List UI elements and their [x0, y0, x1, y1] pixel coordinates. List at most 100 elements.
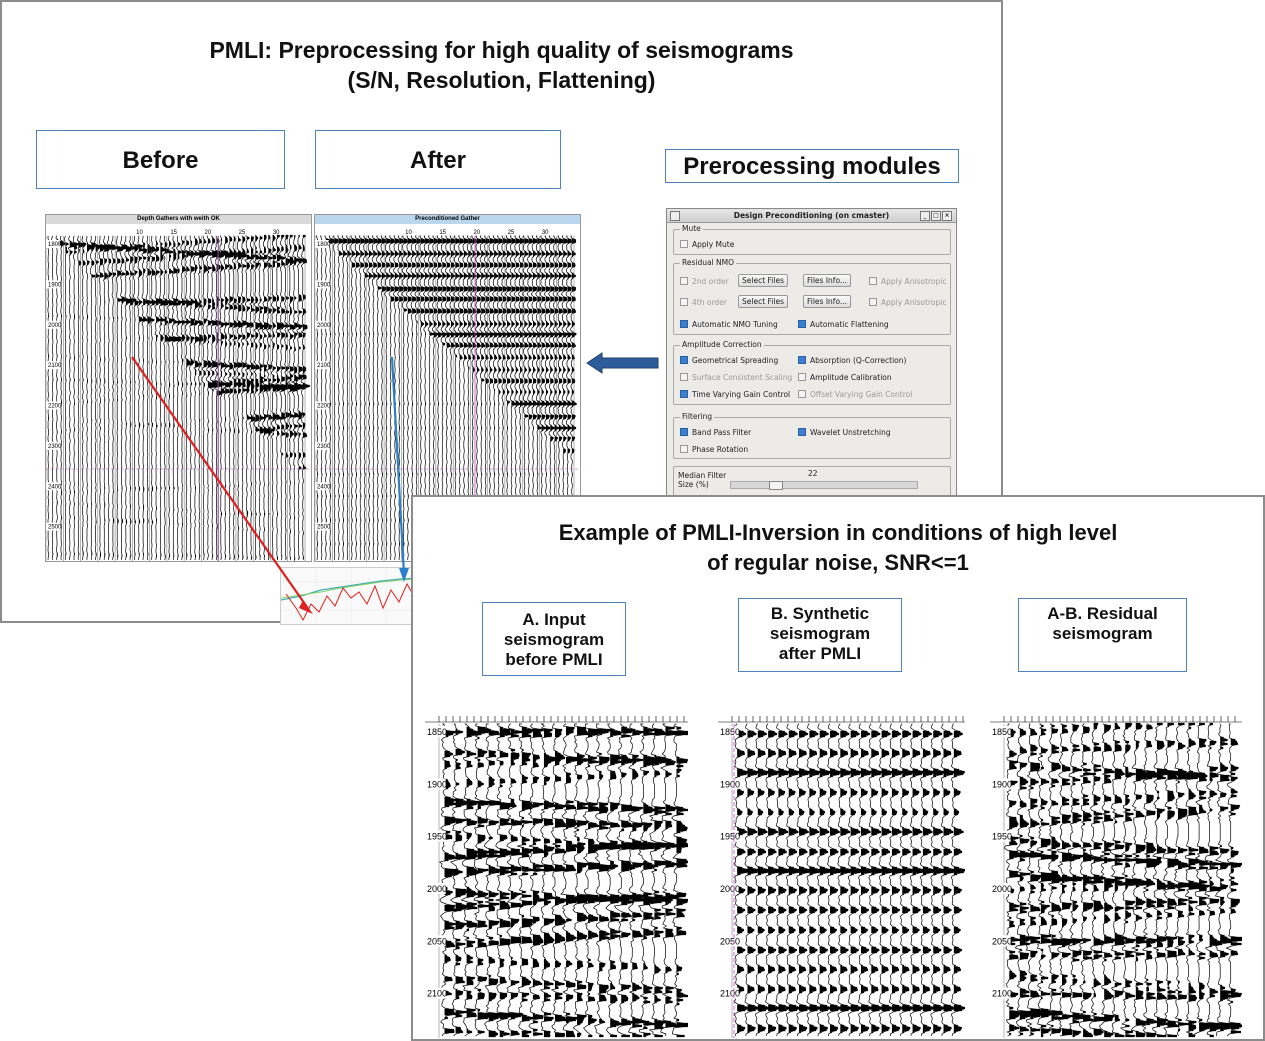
seismic-trace-fill: [276, 234, 284, 560]
seismic-trace: [560, 723, 589, 1037]
apply-anisotropic-box-2: [869, 298, 877, 306]
slide2-title: Example of PMLI-Inversion in conditions …: [413, 518, 1263, 578]
band-pass-checkbox[interactable]: Band Pass Filter: [680, 428, 751, 437]
seismic-trace: [345, 235, 352, 560]
geometrical-spreading-checkbox[interactable]: Geometrical Spreading: [680, 356, 778, 365]
seismic-trace-fill: [567, 238, 573, 546]
automatic-flattening-checkbox[interactable]: Automatic Flattening: [798, 320, 889, 329]
phase-rotation-checkbox[interactable]: Phase Rotation: [680, 445, 748, 454]
seismic-trace-fill: [112, 244, 120, 558]
seismic-trace-fill: [74, 242, 79, 556]
median-filter-slider[interactable]: [730, 481, 918, 490]
files-info-button-2[interactable]: Files Info...: [803, 295, 852, 308]
seismic-trace-fill: [455, 238, 460, 546]
seismic-trace: [180, 235, 189, 561]
seismic-trace-fill: [130, 242, 138, 558]
close-icon[interactable]: ×: [942, 211, 952, 221]
seismic-trace: [472, 723, 491, 1037]
seismic-trace: [175, 235, 183, 560]
depth-label-bg: [46, 280, 60, 289]
seismic-trace-fill: [151, 246, 157, 524]
window-menu-icon[interactable]: [670, 211, 680, 221]
seismic-trace-fill: [173, 240, 179, 558]
apply-anisotropic-box-1: [869, 277, 877, 285]
seismic-trace-fill: [82, 242, 87, 556]
files-info-button-1[interactable]: Files Info...: [803, 274, 852, 287]
seismic-trace: [363, 235, 370, 560]
seismic-trace-fill: [338, 238, 343, 546]
depth-label: 1850: [720, 727, 740, 737]
seismic-trace-fill: [343, 238, 347, 546]
automatic-nmo-tuning-checkbox[interactable]: Automatic NMO Tuning: [680, 320, 778, 329]
amplitude-calibration-box: [798, 373, 806, 381]
select-files-button-1[interactable]: Select Files: [738, 274, 788, 287]
depth-label-bg: [718, 987, 739, 999]
slide2-title-line1: Example of PMLI-Inversion in conditions …: [558, 520, 1118, 545]
depth-label: 1800: [317, 242, 331, 248]
seismic-trace-fill: [809, 730, 821, 1034]
seismic-trace-fill: [515, 238, 521, 546]
apply-anisotropic-checkbox-1[interactable]: Apply Anisotropic: [869, 277, 946, 286]
seismic-trace: [328, 235, 335, 561]
seismic-trace: [358, 235, 365, 561]
seismic-trace: [81, 235, 87, 560]
offset-varying-checkbox[interactable]: Offset Varying Gain Control: [798, 390, 912, 399]
seismic-trace-fill: [532, 728, 548, 1036]
seismic-trace: [287, 235, 298, 561]
second-order-checkbox[interactable]: 2nd order: [680, 277, 729, 286]
depth-label-bg: [425, 935, 446, 947]
blue-pointer-head: [399, 568, 409, 582]
minimize-icon[interactable]: _: [920, 211, 930, 221]
median-filter-slider-thumb[interactable]: [769, 481, 783, 490]
offset-varying-label: Offset Varying Gain Control: [810, 390, 913, 399]
select-files-button-2[interactable]: Select Files: [738, 295, 788, 308]
depth-label: 2050: [427, 936, 447, 946]
depth-label: 2050: [720, 936, 740, 946]
depth-label: 1950: [427, 832, 447, 842]
offset-tick-label: 30: [273, 230, 280, 236]
depth-label: 1850: [992, 727, 1012, 737]
amplitude-calibration-checkbox[interactable]: Amplitude Calibration: [798, 373, 892, 382]
seismic-trace-fill: [830, 730, 842, 1034]
seismic-trace-fill: [281, 234, 289, 558]
depth-label: 2050: [992, 936, 1012, 946]
surface-consistent-checkbox[interactable]: Surface Consistent Scaling: [680, 373, 792, 382]
seismic-trace-fill: [550, 238, 555, 546]
fourth-order-checkbox[interactable]: 4th order: [680, 298, 727, 307]
depth-label: 1950: [992, 832, 1012, 842]
seismic-trace-fill: [489, 238, 495, 546]
seismic-trace-fill: [1114, 722, 1131, 1038]
log-curve-panel: [280, 567, 422, 625]
seismic-trace-fill: [554, 238, 560, 546]
after-label-box: After: [315, 130, 561, 189]
seismic-trace: [295, 235, 309, 561]
depth-label: 1900: [992, 779, 1012, 789]
residual-nmo-label: Residual NMO: [680, 258, 737, 267]
wavelet-unstretching-checkbox[interactable]: Wavelet Unstretching: [798, 428, 891, 437]
surface-consistent-label: Surface Consistent Scaling: [692, 373, 793, 382]
seismic-trace: [300, 235, 311, 561]
apply-mute-checkbox[interactable]: Apply Mute: [680, 240, 734, 249]
box-ab-line1: A-B. Residual: [1047, 604, 1158, 623]
time-varying-checkbox[interactable]: Time Varying Gain Control: [680, 390, 790, 399]
seismic-trace-fill: [1093, 722, 1106, 1036]
seismic-trace-fill: [177, 242, 183, 558]
seismic-trace-fill: [61, 240, 65, 520]
seismic-trace-fill: [511, 238, 516, 546]
seismic-trace-fill: [433, 238, 438, 546]
seismic-trace-fill: [599, 728, 620, 1038]
depth-label-bg: [46, 401, 60, 410]
apply-anisotropic-checkbox-2[interactable]: Apply Anisotropic: [869, 298, 946, 307]
seismic-trace-fill: [1040, 724, 1053, 1038]
design-preconditioning-dialog: Design Preconditioning (on cmaster) _ □ …: [666, 208, 957, 504]
seismic-trace: [213, 235, 225, 561]
time-varying-box: [680, 390, 688, 398]
seismic-trace: [333, 235, 339, 561]
seismic-trace-fill: [912, 730, 925, 1034]
box-a-input: A. Input seismogram before PMLI: [482, 602, 626, 676]
maximize-icon[interactable]: □: [931, 211, 941, 221]
absorption-checkbox[interactable]: Absorption (Q-Correction): [798, 356, 906, 365]
seismic-trace-fill: [91, 242, 96, 556]
